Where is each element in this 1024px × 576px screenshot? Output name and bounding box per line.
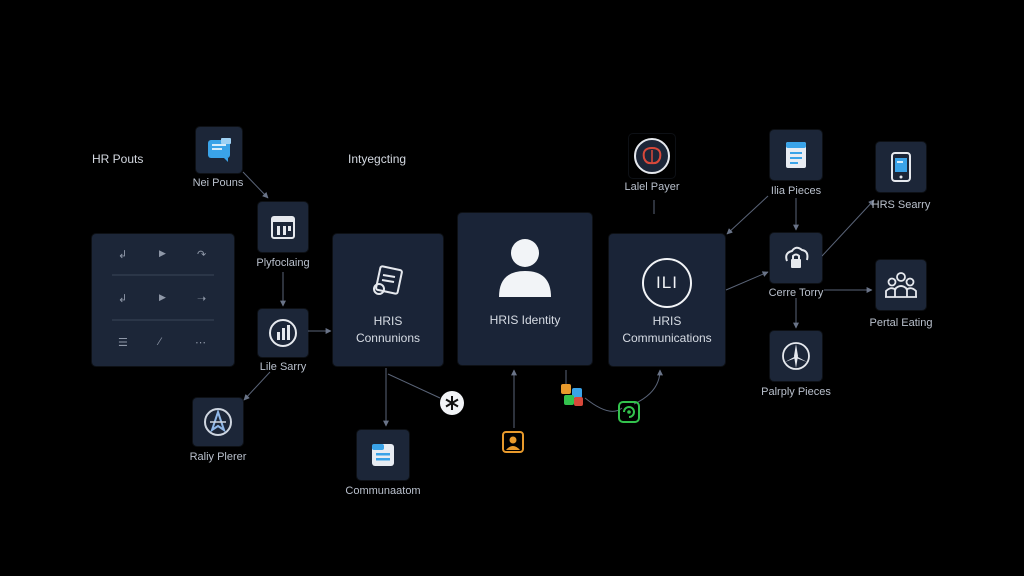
node-hris-communications[interactable]: ILI (609, 234, 725, 366)
node-hris-searry[interactable] (876, 142, 926, 192)
control-panel[interactable]: ↲ ▶ ↷ ↲ ▶ ➝ ☰ ⁄ ⋯ (92, 234, 234, 366)
panel-cell-icon[interactable]: ⋯ (195, 337, 206, 349)
mobile-device-icon (891, 152, 911, 182)
node-lile-sarry[interactable] (258, 309, 308, 357)
document-icon (786, 142, 806, 168)
label-hris-connunions: HRIS Connunions (356, 313, 420, 347)
node-raliy-plerer[interactable] (193, 398, 243, 446)
message-list-icon (372, 444, 394, 466)
edge-connunions-asterisk (387, 373, 441, 399)
compass-icon (204, 408, 232, 436)
label-hris-connunions-line1: HRIS (373, 314, 403, 328)
panel-cell-icon[interactable]: ➝ (197, 293, 207, 305)
label-nei-pouns: Nei Pouns (192, 177, 244, 189)
node-ilia-pieces[interactable] (770, 130, 822, 180)
control-panel-grid (112, 274, 214, 321)
chart-circle-icon (269, 319, 297, 347)
header-integrating: Intyegcting (348, 152, 407, 166)
edge-communications-cerretorry (725, 271, 769, 291)
label-plytecting: Plyfoclaing (256, 257, 310, 269)
brain-circle-icon (634, 138, 670, 174)
node-palrply-pieces[interactable] (770, 331, 822, 381)
calendar-icon (271, 216, 295, 239)
label-hris-communications-line2: Communications (622, 331, 712, 345)
node-cerre-torry[interactable] (770, 233, 822, 283)
label-hris-communications-line1: HRIS (652, 314, 682, 328)
label-ilia-pieces: Ilia Pieces (770, 185, 822, 197)
node-plytecting[interactable] (258, 202, 308, 252)
team-group-icon (885, 272, 917, 298)
edge-iliapieces-communications (726, 195, 769, 235)
panel-cell-icon[interactable]: ⁄ (159, 336, 161, 348)
secure-cloud-icon (785, 246, 809, 268)
label-lile-sarry: Lile Sarry (259, 361, 307, 373)
panel-cell-icon[interactable]: ↷ (197, 249, 207, 261)
panel-cell-icon[interactable]: ▶ (159, 248, 166, 258)
node-hris-connunions[interactable] (333, 234, 443, 366)
asterisk-icon[interactable] (439, 390, 465, 416)
star-emblem-icon (782, 342, 810, 370)
edge-green-communications (633, 369, 663, 405)
sync-refresh-icon[interactable] (617, 400, 641, 424)
clipboard-icon (373, 265, 403, 295)
panel-cell-icon[interactable]: ↲ (118, 249, 128, 261)
label-hris-connunions-line2: Connunions (355, 331, 421, 345)
person-badge-icon[interactable] (501, 430, 525, 454)
panel-cell-icon[interactable]: ▶ (159, 292, 166, 302)
label-cerre-torry: Cerre Torry (768, 287, 824, 299)
node-hris-identity[interactable] (458, 213, 592, 365)
label-hris-identity: HRIS Identity (489, 313, 561, 327)
node-communiatom[interactable] (357, 430, 409, 480)
edge-cerretorry-hrissearry (821, 199, 875, 257)
header-hr-pouts: HR Pouts (92, 152, 144, 166)
label-hris-communications: HRIS Communications (622, 313, 711, 347)
label-hris-searry: HRS Searry (871, 199, 931, 211)
user-icon (499, 239, 551, 297)
multicolor-cluster-icon[interactable] (559, 382, 587, 408)
label-pertal-eating: Pertal Eating (869, 317, 933, 329)
node-lalel-payer[interactable] (629, 134, 675, 178)
label-palrply-pieces: Palrply Pieces (761, 386, 831, 398)
node-nei-pouns[interactable] (196, 127, 242, 173)
panel-cell-icon[interactable]: ☰ (118, 337, 128, 349)
label-communiatom: Communaatom (345, 485, 421, 497)
chat-document-icon (208, 138, 231, 162)
hris-logo-icon: ILI (642, 258, 692, 308)
edge-lilesarry-raliyplerer (243, 371, 271, 401)
node-pertal-eating[interactable] (876, 260, 926, 310)
label-lalel-payer: Lalel Payer (624, 181, 680, 193)
edge-neipouns-plytecting (242, 171, 269, 199)
label-raliy-plerer: Raliy Plerer (189, 451, 247, 463)
panel-cell-icon[interactable]: ↲ (118, 293, 128, 305)
